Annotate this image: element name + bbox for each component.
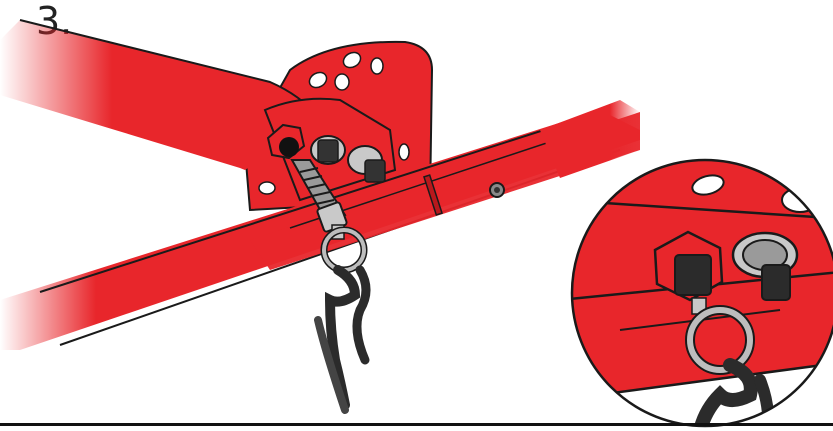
plate-hole [334,73,350,91]
bottom-divider [0,423,833,426]
plate-hole [258,181,276,195]
washer-nut-1 [310,135,346,165]
plate-hole [398,143,410,161]
plate-hole [370,57,384,75]
detail-zoom-circle [570,158,833,428]
washer-nut-2 [347,145,386,183]
hex-bolt-main [266,123,306,160]
upper-frame-arm [0,19,397,202]
plate-hole [342,51,362,69]
plate-hole [308,71,328,89]
strap [314,265,371,414]
